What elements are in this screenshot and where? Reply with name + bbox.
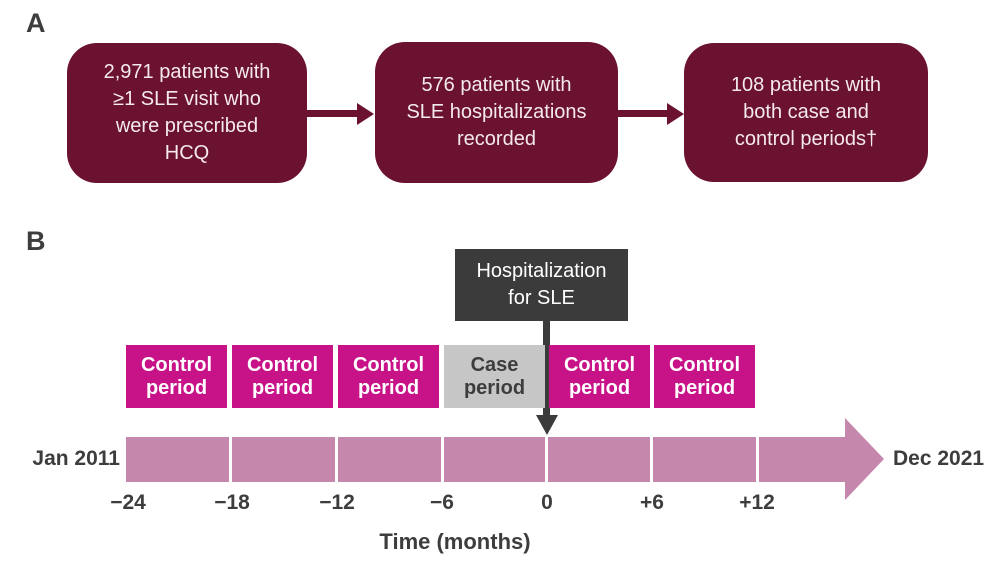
tick-label-plus-6: +6: [640, 491, 664, 514]
flow-arrow-1: [307, 110, 357, 117]
flow-box-cohort: 2,971 patients with ≥1 SLE visit who wer…: [67, 43, 307, 183]
timeline-start-label: Jan 2011: [32, 447, 120, 470]
timeline-arrow-head-icon: [845, 418, 884, 500]
hospitalization-arrow-line: [543, 321, 550, 416]
timeline-divider: [441, 437, 444, 482]
period-box-control-4: Control period: [549, 345, 650, 408]
timeline-divider: [335, 437, 338, 482]
panel-b-label: B: [26, 226, 46, 256]
period-box-control-2: Control period: [232, 345, 333, 408]
period-box-control-3: Control period: [338, 345, 439, 408]
timeline-divider: [229, 437, 232, 482]
timeline-end-label: Dec 2021: [893, 447, 985, 470]
tick-label-minus-18: −18: [214, 491, 250, 514]
timeline-divider: [650, 437, 653, 482]
flow-box-case-control: 108 patients with both case and control …: [684, 43, 928, 182]
tick-label-zero: 0: [541, 491, 553, 514]
tick-label-minus-6: −6: [430, 491, 454, 514]
period-box-control-5: Control period: [654, 345, 755, 408]
tick-label-plus-12: +12: [739, 491, 775, 514]
tick-label-minus-12: −12: [319, 491, 355, 514]
period-box-control-1: Control period: [126, 345, 227, 408]
time-axis-title: Time (months): [379, 529, 531, 554]
flow-box-hospitalized: 576 patients with SLE hospitalizations r…: [375, 42, 618, 183]
flow-arrow-2: [618, 110, 667, 117]
timeline-divider: [545, 437, 548, 482]
panel-a-label: A: [26, 8, 46, 38]
period-box-case: Case period: [444, 345, 545, 408]
hospitalization-annotation-box: Hospitalization for SLE: [455, 249, 628, 321]
hospitalization-arrow-head-icon: [536, 415, 558, 435]
tick-label-minus-24: −24: [110, 491, 146, 514]
timeline-bar: [126, 437, 845, 482]
timeline-divider: [756, 437, 759, 482]
